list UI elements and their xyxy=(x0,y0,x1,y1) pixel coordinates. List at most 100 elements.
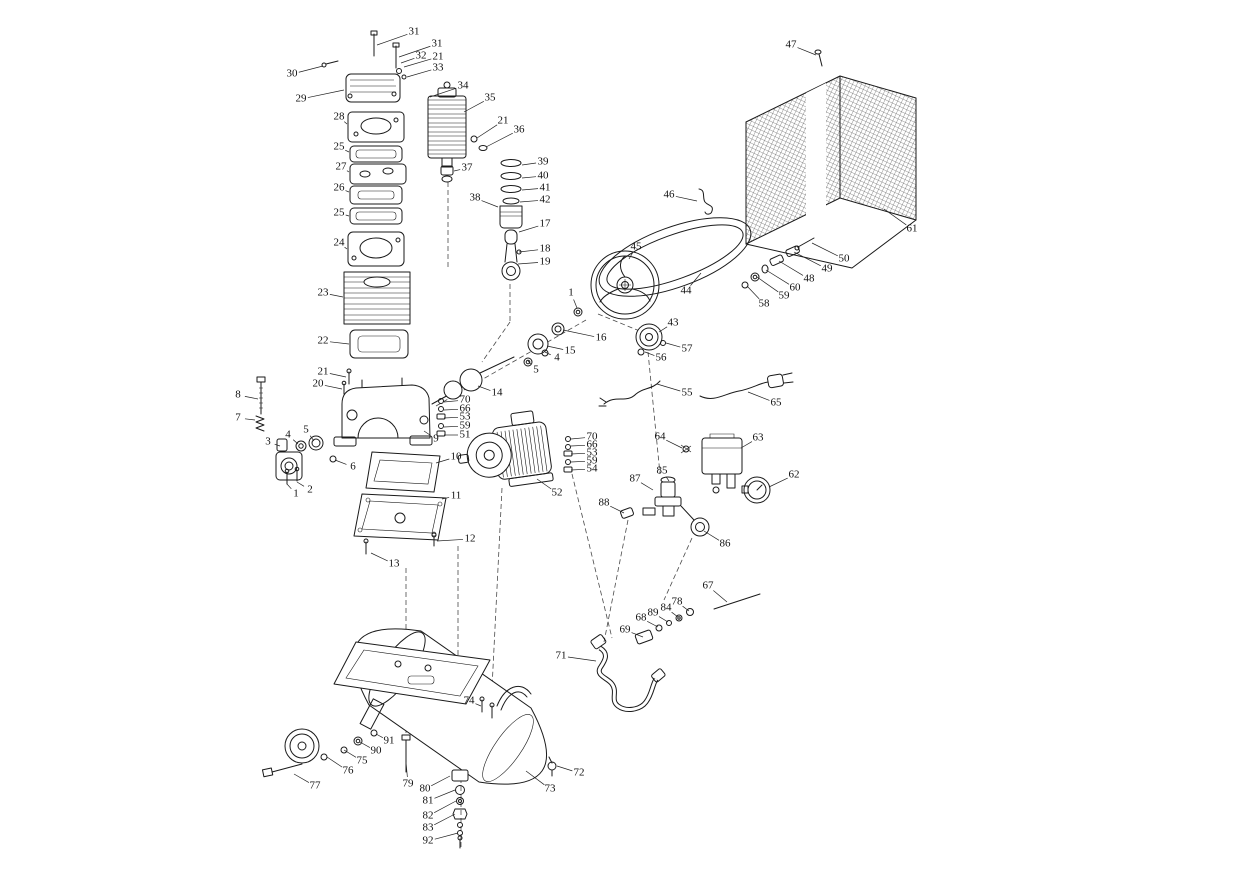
spring xyxy=(255,415,265,432)
leader-line xyxy=(398,45,431,58)
leader-line xyxy=(307,89,345,98)
leader-line xyxy=(463,101,485,113)
part-number-label: 59 xyxy=(587,455,599,467)
leader-line xyxy=(521,188,539,191)
leader-line xyxy=(403,58,432,68)
leader-line xyxy=(244,396,259,400)
leader-line xyxy=(519,200,539,203)
part-number-label: 49 xyxy=(822,263,834,275)
base-gasket xyxy=(365,451,441,493)
cylinder-block xyxy=(343,271,411,325)
leader-line xyxy=(431,775,451,787)
part-number-label: 12 xyxy=(465,533,476,545)
leader-line xyxy=(658,326,668,333)
part-number-label: 6 xyxy=(350,461,356,473)
part-number-label: 14 xyxy=(492,387,504,399)
motor-bolts-right xyxy=(563,436,573,473)
leader-line xyxy=(286,483,292,490)
part-number-label: 31 xyxy=(432,38,443,50)
part-number-label: 64 xyxy=(655,431,667,443)
part-number-label: 48 xyxy=(804,273,816,285)
part-number-label: 77 xyxy=(310,780,322,792)
part-number-label: 38 xyxy=(470,192,482,204)
part-number-label: 1 xyxy=(568,287,574,299)
leader-line xyxy=(406,69,432,78)
part-number-label: 41 xyxy=(540,182,551,194)
part-number-label: 39 xyxy=(538,156,550,168)
part-number-label: 61 xyxy=(907,223,918,235)
part-number-label: 65 xyxy=(771,397,783,409)
leader-line xyxy=(656,383,681,392)
leader-line xyxy=(345,149,350,153)
part-number-label: 69 xyxy=(620,624,632,636)
leader-line xyxy=(658,616,669,623)
part-number-label: 91 xyxy=(384,735,395,747)
leader-line xyxy=(527,360,532,366)
leader-line xyxy=(640,482,654,491)
crankcase-bolts xyxy=(341,368,352,395)
leader-line xyxy=(244,418,256,421)
leader-line xyxy=(521,176,537,179)
guard-fasteners xyxy=(741,237,815,289)
shaft-parts xyxy=(523,307,583,367)
part-number-label: 51 xyxy=(460,429,471,441)
outlet-hose xyxy=(590,634,666,712)
crankshaft xyxy=(431,356,515,405)
leader-line xyxy=(768,477,788,488)
part-number-label: 83 xyxy=(423,822,435,834)
leader-line xyxy=(644,351,655,356)
leader-line xyxy=(370,552,388,562)
part-number-label: 4 xyxy=(554,352,560,364)
part-number-label: 66 xyxy=(587,439,599,451)
leader-line xyxy=(570,452,586,455)
wheel-washers xyxy=(320,729,378,761)
leader-line xyxy=(778,260,804,276)
part-number-label: 21 xyxy=(498,115,509,127)
hook-bolt xyxy=(698,188,713,215)
part-number-label: 68 xyxy=(636,612,648,624)
part-number-label: 15 xyxy=(565,345,577,357)
part-number-label: 60 xyxy=(790,282,802,294)
motor xyxy=(457,410,554,487)
head-gasket-lower xyxy=(349,207,403,225)
tank-handle xyxy=(496,685,532,711)
leader-line xyxy=(434,832,459,840)
flywheel xyxy=(590,250,660,320)
leader-line xyxy=(443,408,459,411)
leader-line xyxy=(443,400,459,403)
part-number-label: 84 xyxy=(661,602,673,614)
crankcase xyxy=(333,377,433,447)
motor-cable xyxy=(598,380,661,407)
part-number-label: 59 xyxy=(460,420,472,432)
part-number-label: 9 xyxy=(433,433,439,445)
leader-line xyxy=(525,770,545,786)
leader-line xyxy=(329,373,347,378)
part-number-label: 72 xyxy=(574,767,585,779)
leader-line xyxy=(740,441,753,449)
part-number-label: 19 xyxy=(540,256,552,268)
leader-line xyxy=(436,539,464,542)
leader-line xyxy=(298,65,324,73)
leader-line xyxy=(690,272,702,286)
leader-line xyxy=(475,703,482,707)
head-bolts xyxy=(321,30,407,80)
power-cord xyxy=(699,372,794,399)
tank-fittings xyxy=(401,734,469,849)
drain-cock xyxy=(547,756,557,777)
leader-line xyxy=(344,121,348,125)
wheel xyxy=(284,728,320,764)
base-gasket-square xyxy=(349,329,409,359)
part-number-label: 36 xyxy=(514,124,526,136)
part-number-label: 18 xyxy=(540,243,552,255)
leader-line xyxy=(713,590,728,603)
part-number-label: 24 xyxy=(334,237,346,249)
leader-line xyxy=(443,416,459,419)
part-number-label: 3 xyxy=(265,436,271,448)
leader-line xyxy=(570,437,586,440)
motor-pulley xyxy=(635,323,666,356)
leader-line xyxy=(326,756,343,768)
leader-line xyxy=(293,773,310,783)
leader-line xyxy=(562,329,595,337)
part-number-label: 53 xyxy=(587,447,599,459)
